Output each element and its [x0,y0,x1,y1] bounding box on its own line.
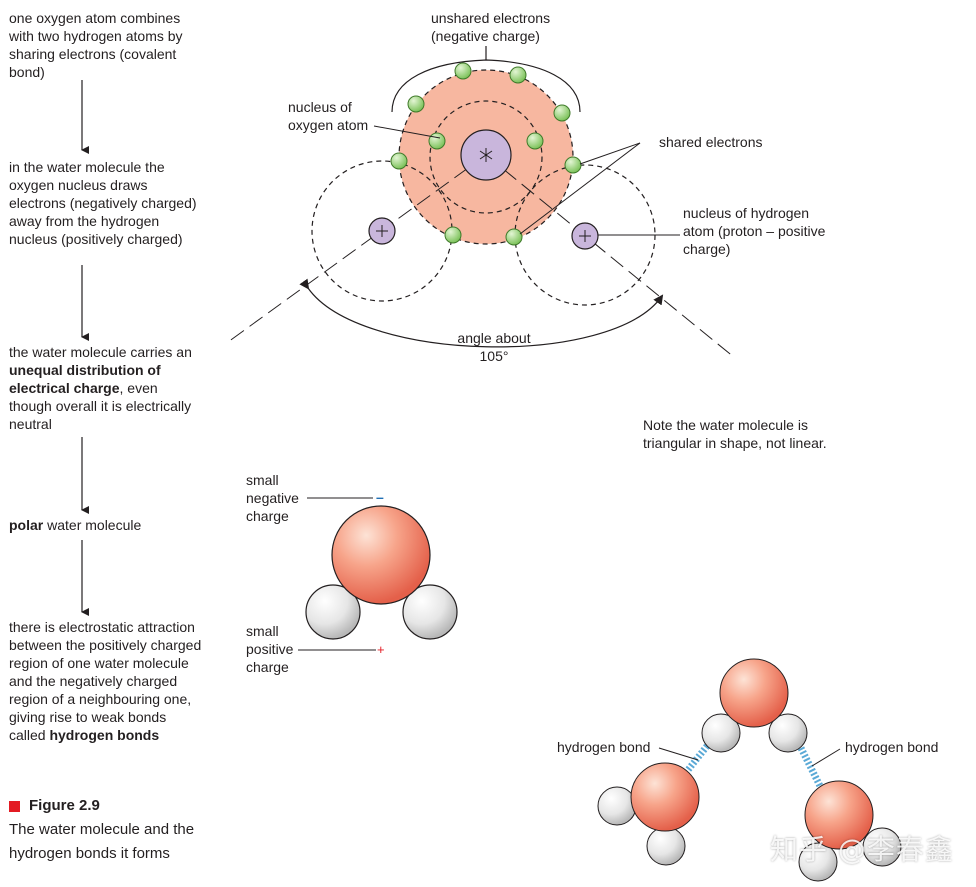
label-unshared-electrons: unshared electrons (negative charge) [431,10,551,44]
label-small-negative-charge: small negative charge [246,472,299,524]
flow-step-polar: polar water molecule [9,517,142,533]
positive-sign: + [377,642,385,657]
flow-step-hydrogen-bonds: there is electrostatic attraction betwee… [9,619,202,743]
figure-square-icon [9,800,20,812]
hydrogen-atom [768,713,808,753]
hydrogen-atom [305,584,361,640]
electron [454,62,472,80]
flow-step-covalent: one oxygen atom combines with two hydrog… [9,10,183,80]
label-hydrogen-bond-left: hydrogen bond [557,739,651,755]
label-nucleus-hydrogen: nucleus of hydrogen atom (proton – posit… [683,205,826,257]
hydrogen-atom [402,584,458,640]
polar-molecule [298,497,458,651]
oxygen-nucleus-star-icon [479,148,493,162]
hydrogen-atom [701,713,741,753]
oxygen-atom [630,762,700,832]
hydrogen-atom [862,827,902,867]
electron [509,66,527,84]
watermark: 知乎 @李春鑫 [770,833,954,866]
angle-arc [299,278,664,348]
electron [526,132,544,150]
label-note: Note the water molecule is triangular in… [643,417,827,451]
flow-step-unequal-charge: the water molecule carries an unequal di… [9,344,192,432]
hydrogen-bond-coil-left [681,743,710,778]
leader-shared-2 [519,142,641,235]
atom-diagram [227,46,736,359]
figure-number: Figure 2.9 [9,794,209,818]
oxygen-atom [804,780,874,850]
label-nucleus-oxygen: nucleus of oxygen atom [288,99,369,133]
caption-text: The water molecule and the hydrogen bond… [9,821,195,862]
figure-caption: Figure 2.9 The water molecule and the hy… [9,794,209,866]
oxygen-atom [719,658,789,728]
electron [505,228,523,246]
label-small-positive-charge: small positive charge [246,623,294,675]
hydrogen-atom [798,842,838,882]
electron [564,156,582,174]
plus-icon [376,225,388,237]
label-shared-electrons: shared electrons [659,134,763,150]
hydrogen-atom [646,826,686,866]
leader-hbond-left [658,747,699,761]
leader-hbond-right [811,748,841,767]
oxygen-atom [331,505,431,605]
axis-left [227,154,487,343]
flow-step-electron-draw: in the water molecule the oxygen nucleus… [9,159,197,247]
label-hydrogen-bond-right: hydrogen bond [845,739,939,755]
electron [407,95,425,113]
oxygen-inner-shell [429,100,543,214]
electron [428,132,446,150]
negative-sign: – [376,489,384,505]
leader-shared-1 [579,142,641,165]
hydrogen-bond-model [597,658,902,882]
electron [390,152,408,170]
axis-right [485,154,736,359]
electron [553,104,571,122]
hydrogen-atom [597,786,637,826]
label-angle: angle about 105° [457,330,531,364]
electrons [390,62,582,246]
electron [444,226,462,244]
leader-oxygen-nucleus [373,125,441,139]
plus-icon [579,230,591,242]
